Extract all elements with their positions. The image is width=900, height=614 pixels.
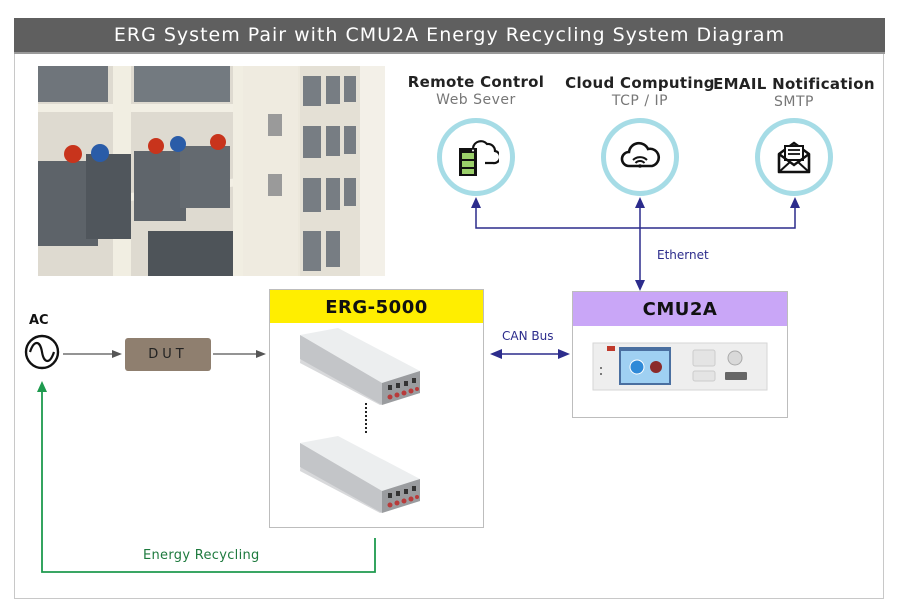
cmu-title: CMU2A — [573, 292, 787, 326]
ethernet-bus — [471, 197, 800, 291]
cmu2a-front-panel — [592, 342, 768, 391]
can-bus-label: CAN Bus — [502, 329, 554, 343]
erg-unit-top — [300, 328, 420, 405]
battery-room-photo — [38, 66, 385, 276]
ac-sine-icon — [24, 334, 60, 370]
energy-recycling-loop — [37, 381, 376, 573]
service-title: EMAIL Notification — [713, 75, 875, 93]
page-title: ERG System Pair with CMU2A Energy Recycl… — [14, 18, 885, 54]
email-open-icon — [755, 118, 833, 196]
server-cloud-icon — [437, 118, 515, 196]
erg-5000-block: ERG-5000 — [269, 289, 484, 528]
service-subtitle: Web Sever — [436, 92, 516, 108]
service-subtitle: TCP / IP — [611, 93, 669, 109]
cmu2a-block: CMU2A — [572, 291, 788, 418]
service-email-notification: EMAIL Notification SMTP — [709, 75, 879, 110]
service-cloud-computing: Cloud Computing TCP / IP — [555, 74, 725, 109]
dut-block: DUT — [125, 338, 211, 371]
erg-units-illustration — [300, 328, 420, 513]
cloud-wifi-icon — [601, 118, 679, 196]
can-bus-link — [490, 349, 570, 359]
service-subtitle: SMTP — [774, 94, 814, 110]
energy-recycling-label: Energy Recycling — [143, 548, 260, 563]
service-title: Cloud Computing — [565, 74, 715, 92]
erg-unit-bottom — [300, 436, 420, 513]
service-title: Remote Control — [407, 73, 545, 91]
service-remote-control: Remote Control Web Sever — [391, 73, 561, 108]
diagram-frame — [14, 18, 884, 599]
erg-title: ERG-5000 — [270, 290, 483, 323]
ac-source-label: AC — [29, 313, 49, 328]
ethernet-label: Ethernet — [657, 248, 709, 262]
power-flow — [63, 350, 266, 358]
